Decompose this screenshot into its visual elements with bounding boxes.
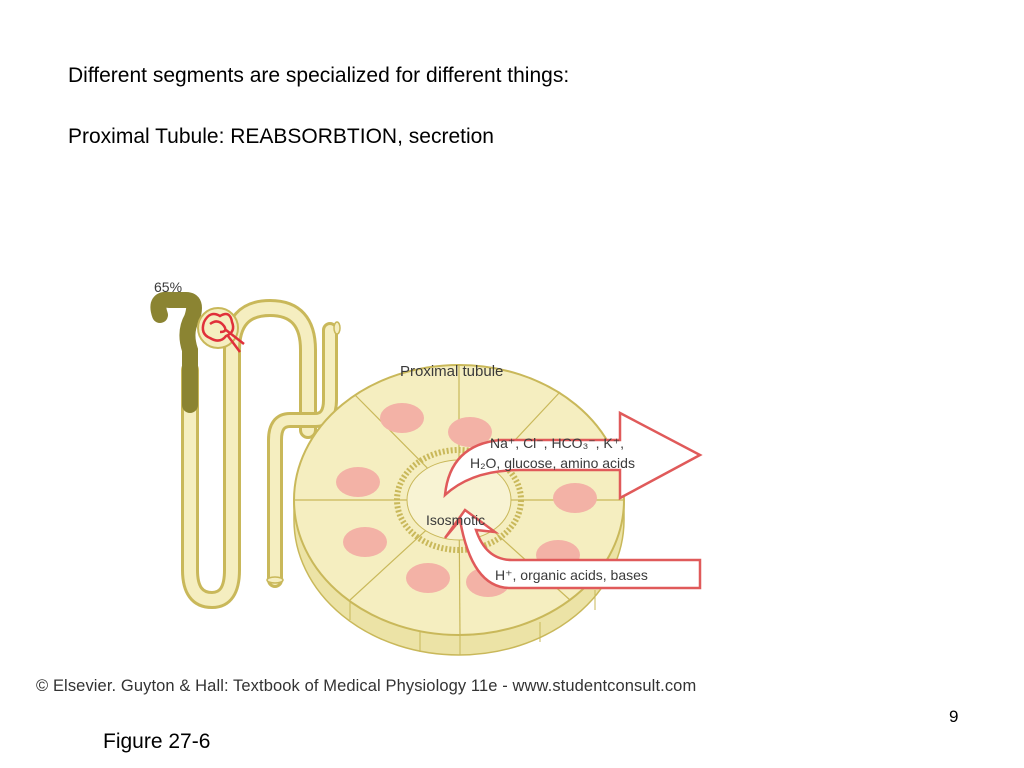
tubule-label: Proximal tubule	[400, 363, 503, 380]
proximal-segment	[150, 291, 202, 413]
figure-caption: Figure 27-6	[103, 730, 211, 753]
proximal-tubule-figure: 65%	[150, 279, 703, 656]
nephron-schematic: 65%	[150, 279, 341, 610]
percent-label: 65%	[154, 279, 182, 295]
tubule-cross-section: Proximal tubule Isosmotic Na⁺, Cl⁻, HCO₃…	[293, 363, 703, 656]
copyright-credit: © Elsevier. Guyton & Hall: Textbook of M…	[36, 677, 697, 695]
reabsorption-arrow	[443, 410, 703, 501]
loop-of-henle	[181, 298, 317, 610]
slide-heading: Different segments are specialized for d…	[68, 64, 570, 87]
reabsorbed-substances-line1: Na⁺, Cl⁻, HCO₃⁻, K⁺,	[490, 435, 624, 451]
reabsorbed-substances-line2: H₂O, glucose, amino acids	[470, 455, 635, 471]
lumen-label: Isosmotic	[426, 512, 485, 528]
secreted-substances: H⁺, organic acids, bases	[495, 567, 648, 583]
secretion-arrow	[443, 508, 702, 590]
slide-subheading: Proximal Tubule: REABSORBTION, secretion	[68, 125, 494, 148]
page-number: 9	[949, 707, 959, 726]
glomerulus	[201, 312, 245, 353]
